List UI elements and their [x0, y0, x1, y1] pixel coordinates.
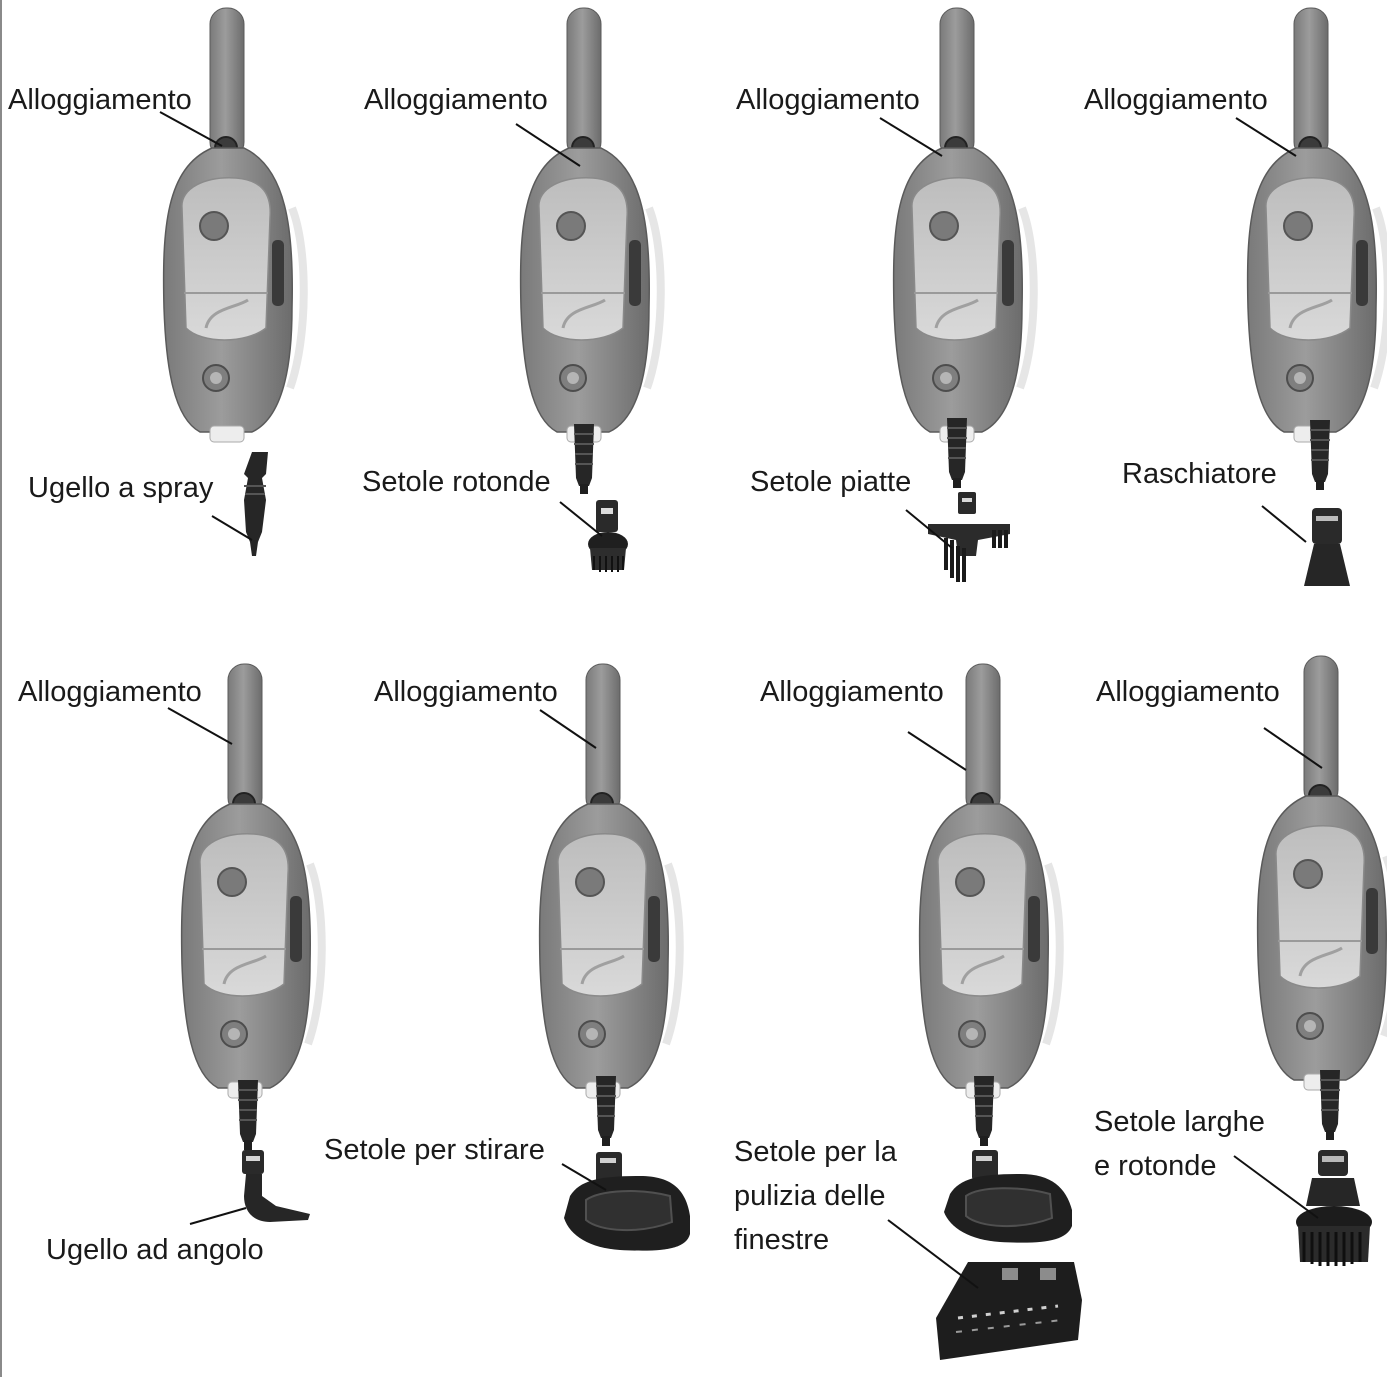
- leader-line-wide-round-bristles: [1234, 1156, 1318, 1218]
- steamer-unit-8: [1258, 656, 1387, 1090]
- scraper-attachment: [1304, 508, 1350, 586]
- label-scraper: Raschiatore: [1122, 456, 1277, 492]
- label-window-line-1: Setole per la: [734, 1134, 897, 1170]
- angle-nozzle-attachment: [242, 1150, 310, 1222]
- flat-brush-attachment: [928, 492, 1010, 582]
- steamer-unit-6: [540, 664, 680, 1098]
- leader-line-housing-4: [1236, 118, 1296, 156]
- neck-4: [1310, 420, 1330, 490]
- label-housing-6: Alloggiamento: [374, 674, 558, 710]
- label-flat-bristles: Setole piatte: [750, 464, 911, 500]
- label-housing-4: Alloggiamento: [1084, 82, 1268, 118]
- neck-8: [1320, 1070, 1340, 1140]
- window-squeegee-top-attachment: [944, 1150, 1072, 1243]
- neck-3: [947, 418, 967, 488]
- label-ironing-bristles: Setole per stirare: [324, 1132, 545, 1168]
- window-squeegee-frame-attachment: [936, 1262, 1082, 1360]
- label-window-line-3: finestre: [734, 1222, 829, 1258]
- neck-7: [974, 1076, 994, 1146]
- neck-6: [596, 1076, 616, 1146]
- steamer-unit-4: [1248, 8, 1387, 442]
- steamer-unit-3: [894, 8, 1034, 442]
- leader-line-round-bristles: [560, 502, 602, 536]
- leader-line-scraper: [1262, 506, 1306, 542]
- leader-line-angle-nozzle: [190, 1208, 246, 1224]
- label-window-line-2: pulizia delle: [734, 1178, 886, 1214]
- steamer-unit-7: [920, 664, 1060, 1098]
- leader-line-housing-5: [168, 708, 232, 744]
- steamer-unit-1: [164, 8, 304, 442]
- neck-5: [238, 1080, 258, 1150]
- label-housing-2: Alloggiamento: [364, 82, 548, 118]
- leader-line-housing-7: [908, 732, 966, 770]
- spray-nozzle-attachment: [244, 452, 268, 556]
- label-housing-5: Alloggiamento: [18, 674, 202, 710]
- label-housing-3: Alloggiamento: [736, 82, 920, 118]
- ironing-plate-attachment: [564, 1152, 690, 1251]
- label-wide-round-line-2: e rotonde: [1094, 1148, 1217, 1184]
- wide-round-brush-attachment: [1296, 1150, 1372, 1266]
- label-spray-nozzle: Ugello a spray: [28, 470, 213, 506]
- label-angle-nozzle: Ugello ad angolo: [46, 1232, 264, 1268]
- neck-2: [574, 424, 594, 494]
- leader-line-housing-3: [880, 118, 942, 156]
- steamer-unit-5: [182, 664, 322, 1098]
- steamer-unit-2: [521, 8, 661, 442]
- label-housing-7: Alloggiamento: [760, 674, 944, 710]
- label-wide-round-line-1: Setole larghe: [1094, 1104, 1265, 1140]
- round-brush-attachment: [588, 500, 628, 572]
- label-round-bristles: Setole rotonde: [362, 464, 551, 500]
- label-housing-1: Alloggiamento: [8, 82, 192, 118]
- label-housing-8: Alloggiamento: [1096, 674, 1280, 710]
